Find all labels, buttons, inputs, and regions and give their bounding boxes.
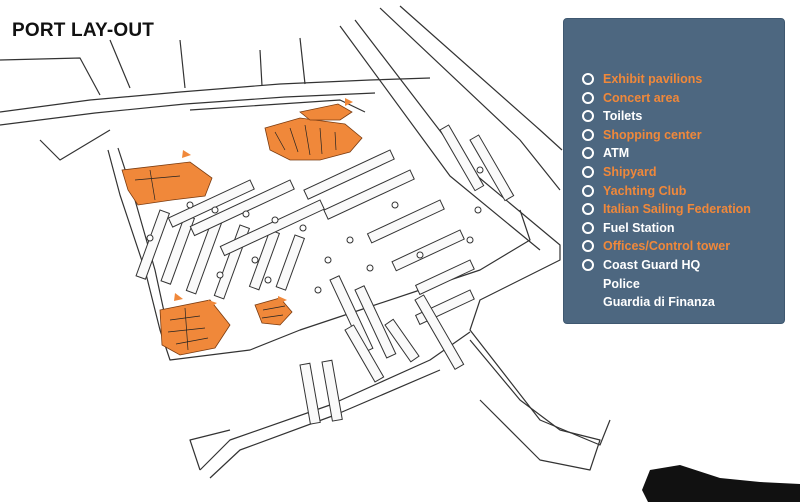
legend-text: Concert area bbox=[603, 89, 679, 108]
legend-text: Toilets bbox=[603, 107, 642, 126]
legend-bullet-icon bbox=[582, 184, 594, 197]
breakwater-end bbox=[189, 429, 231, 471]
legend-text: Exhibit pavilions bbox=[603, 70, 702, 89]
legend-text: Yachting Club bbox=[603, 182, 686, 201]
shipyard-area bbox=[121, 161, 213, 206]
legend-item: Exhibit pavilions bbox=[582, 70, 751, 89]
pontoons bbox=[135, 124, 515, 425]
buoys bbox=[146, 166, 484, 294]
legend-item: Fuel Station bbox=[582, 219, 751, 238]
legend-bullet-icon bbox=[582, 128, 594, 141]
road-left bbox=[0, 57, 111, 161]
east-quay bbox=[354, 19, 611, 446]
legend-label: Shopping center bbox=[603, 127, 702, 142]
legend-sublabel: Guardia di Finanza bbox=[603, 295, 715, 310]
legend-item: Yachting Club bbox=[582, 182, 751, 201]
legend-text: Italian Sailing Federation bbox=[603, 200, 751, 219]
east-road bbox=[379, 5, 563, 191]
legend-item: Italian Sailing Federation bbox=[582, 200, 751, 219]
southeast-pier bbox=[469, 339, 601, 471]
coastline-inner bbox=[0, 92, 376, 126]
east-quay-inner bbox=[339, 25, 541, 251]
offices-area bbox=[254, 297, 293, 326]
legend-label: Shipyard bbox=[603, 164, 657, 179]
legend-text: Fuel Station bbox=[603, 219, 675, 238]
legend-text: Shipyard bbox=[603, 163, 657, 182]
map-title: PORT LAY-OUT bbox=[12, 20, 155, 41]
rock-land bbox=[642, 465, 800, 502]
legend-item: Offices/Control tower bbox=[582, 237, 751, 256]
legend-item: Shipyard bbox=[582, 163, 751, 182]
legend-bullet-icon bbox=[582, 110, 594, 123]
legend-label: Coast Guard HQ bbox=[603, 257, 701, 272]
legend-bullet-icon bbox=[582, 165, 594, 178]
shopping-center-area bbox=[264, 117, 363, 161]
legend-text: Shopping center bbox=[603, 126, 702, 145]
legend-bullet-icon bbox=[582, 221, 594, 234]
service-strip bbox=[189, 99, 366, 113]
legend-label: Toilets bbox=[603, 109, 643, 124]
basin-outline bbox=[107, 149, 531, 361]
legend-label: Fuel Station bbox=[603, 220, 675, 235]
breakwater-inner bbox=[209, 369, 441, 479]
exhibit-pavilions-area bbox=[299, 103, 353, 121]
legend-item: Concert area bbox=[582, 89, 751, 108]
legend-bullet-icon bbox=[582, 203, 594, 216]
legend-text: Offices/Control tower bbox=[603, 237, 730, 256]
legend-text: ATM bbox=[603, 144, 629, 163]
legend-bullet-icon bbox=[582, 147, 594, 160]
legend-bullet-icon bbox=[582, 258, 594, 271]
legend-item: Toilets bbox=[582, 107, 751, 126]
legend-label: Exhibit pavilions bbox=[603, 72, 703, 86]
legend-bullet-icon bbox=[582, 73, 594, 85]
legend-label: Concert area bbox=[603, 90, 680, 105]
road-top bbox=[109, 37, 306, 89]
coastline bbox=[0, 77, 431, 113]
yachting-club-area bbox=[159, 299, 231, 356]
legend-label: Offices/Control tower bbox=[603, 239, 731, 254]
legend-label: Italian Sailing Federation bbox=[603, 202, 751, 217]
legend-bullet-icon bbox=[582, 240, 594, 253]
legend-bullet-icon bbox=[582, 91, 594, 104]
legend-item: ATM bbox=[582, 144, 751, 163]
legend-sublabel: Police bbox=[603, 276, 640, 291]
legend-label: ATM bbox=[603, 146, 630, 161]
legend-item: Shopping center bbox=[582, 126, 751, 145]
highlighted-areas bbox=[121, 103, 363, 356]
legend-label: Yachting Club bbox=[603, 183, 687, 198]
